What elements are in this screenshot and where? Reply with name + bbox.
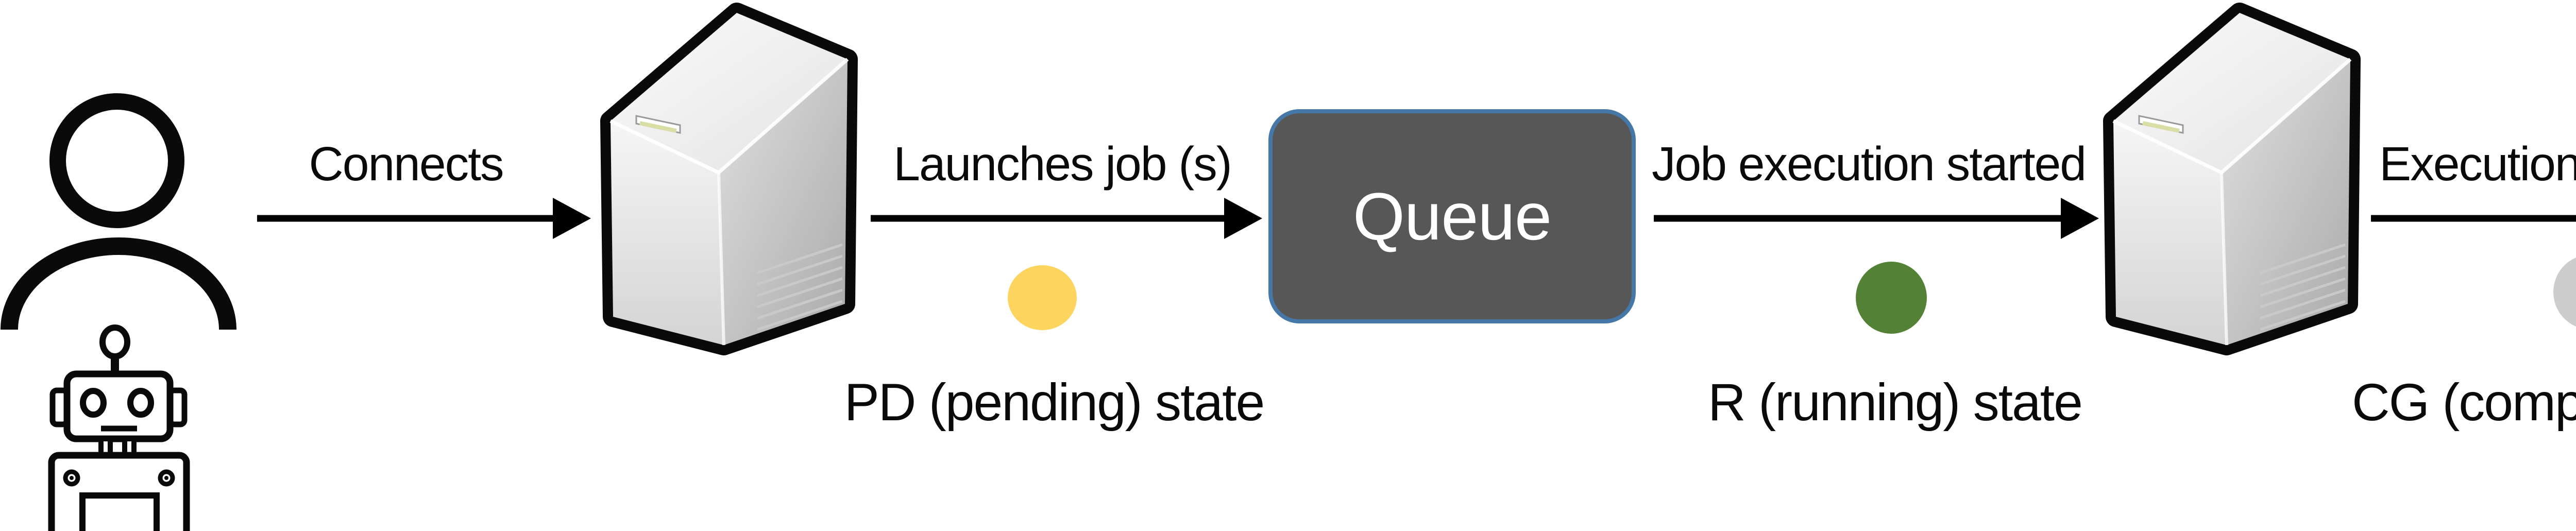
server-front-face [611,121,724,345]
robot-eye-left [80,388,107,418]
pd-state-label: PD (pending) state [844,372,1265,432]
arrow-terminated [2371,215,2576,222]
pending-state-dot [1008,265,1077,330]
robot-panel [79,492,160,531]
server-vents [2260,243,2346,331]
cg-state-label: CG (completion) state [2351,372,2576,432]
queue-label: Queue [1352,179,1552,254]
person-shoulders [1,237,236,330]
server-side-face [2222,59,2350,345]
job-started-label: Job execution started [1651,136,2087,191]
arrow-connects [257,198,591,239]
server-front-face [2113,121,2227,345]
queue-node: Queue [1268,109,1636,323]
robot-icon [48,324,190,531]
server-tower-icon-right [2103,3,2361,355]
robot-bolt-left-dot [70,476,74,480]
robot-bolt-right-dot [164,476,168,480]
robot-eye-right [127,388,154,418]
server-top-face [611,13,848,173]
robot-antenna-ball [99,324,130,359]
completion-state-dot [2553,255,2576,329]
connects-label: Connects [309,136,504,191]
person-head [49,93,184,228]
r-state-label: R (running) state [1708,372,2083,432]
server-side-face [719,59,848,345]
arrow-job-started [1654,198,2099,239]
launches-job-label: Launches job (s) [893,136,1232,191]
terminated-label: Execution terminated [2379,136,2576,191]
server-tower-icon-left [600,3,858,355]
running-state-dot [1856,262,1927,334]
arrow-launches-job [871,198,1262,239]
server-vents [757,243,843,331]
person-icon [1,93,236,330]
server-top-face [2113,13,2350,173]
